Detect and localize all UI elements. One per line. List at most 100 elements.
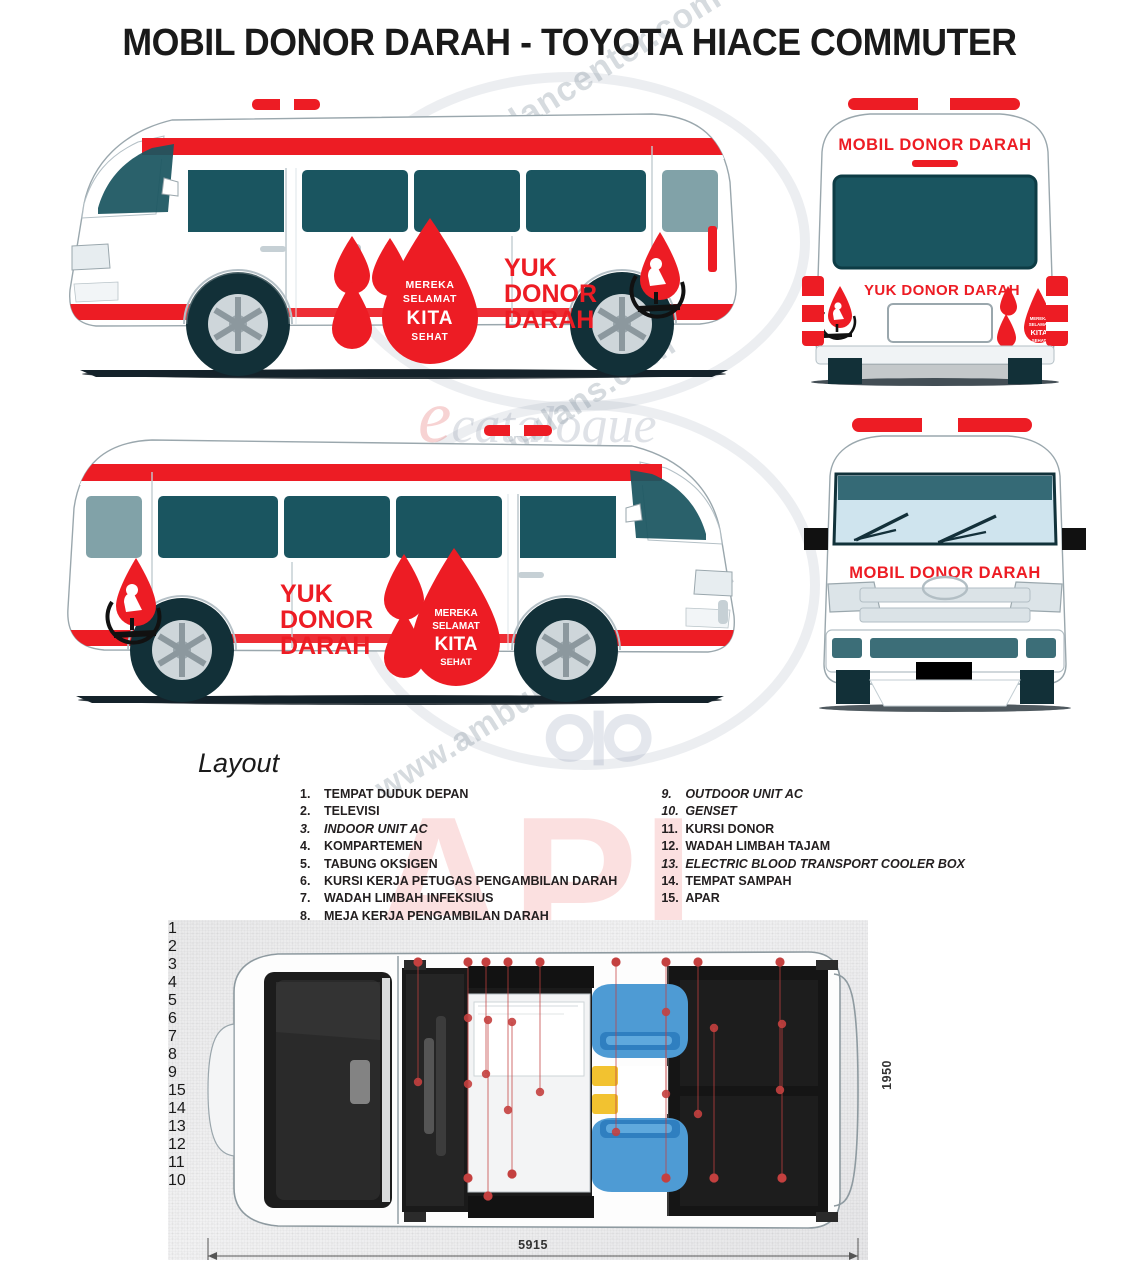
legend-item-label: KURSI DONOR xyxy=(685,821,775,836)
legend-item-number: 9. xyxy=(661,787,672,801)
callout-label: 11 xyxy=(168,1154,185,1171)
callout-anchor-dot xyxy=(693,1109,703,1119)
legend-item-label: TEMPAT DUDUK DEPAN xyxy=(324,787,469,801)
legend-item-number: 10. xyxy=(661,804,679,819)
callout-anchor-dot xyxy=(535,1087,545,1097)
callout-label: 5 xyxy=(168,992,177,1009)
callout-dot xyxy=(413,957,423,967)
legend-item-number: 7. xyxy=(300,891,311,906)
callout-dot xyxy=(611,957,621,967)
callout-anchor-dot xyxy=(503,1105,513,1115)
livery-drop-line1: MEREKA xyxy=(405,279,454,291)
callout-anchor-dot xyxy=(507,1017,517,1027)
donor-chair-lower xyxy=(592,1118,688,1192)
callout-dot xyxy=(693,957,703,967)
livery-donor-emblem xyxy=(629,232,686,319)
legend-item: 9.OUTDOOR UNIT AC xyxy=(661,786,965,803)
callout-dot xyxy=(503,957,513,967)
legend-item-number: 3. xyxy=(300,821,311,836)
legend-item: 10. GENSET xyxy=(661,803,965,820)
livery-blood-drop-cluster-left: MEREKA SELAMAT KITA SEHAT xyxy=(384,548,500,686)
livery-slogan: YUK DONOR DARAH xyxy=(504,254,597,334)
callout-anchor-dot xyxy=(709,1023,719,1033)
legend-item-label: WADAH LIMBAH INFEKSIUS xyxy=(324,891,494,906)
callout-label: 6 xyxy=(168,1010,177,1027)
legend-item: 14. TEMPAT SAMPAH xyxy=(661,873,965,890)
callout-label: 12 xyxy=(168,1136,186,1153)
legend-item-number: 8. xyxy=(300,908,311,923)
callout-dot xyxy=(507,1169,517,1179)
livery-drop-left-line4: SEHAT xyxy=(440,657,472,668)
callout-dot xyxy=(535,957,545,967)
callout-label: 14 xyxy=(168,1100,186,1117)
rear-mid-text: YUK DONOR DARAH xyxy=(864,282,1020,299)
callout-dot xyxy=(463,1173,473,1183)
callout-label: 10 xyxy=(168,1172,186,1189)
callout-dot xyxy=(775,957,785,967)
legend-item-number: 14. xyxy=(661,874,679,889)
legend-item: 15. APAR xyxy=(661,890,965,907)
legend-item-label: GENSET xyxy=(685,804,737,819)
legend-item-label: TABUNG OKSIGEN xyxy=(324,856,438,871)
legend-item-number: 6. xyxy=(300,874,311,889)
callout-label: 9 xyxy=(168,1064,177,1081)
legend-item-label: MEJA KERJA PENGAMBILAN DARAH xyxy=(324,908,549,923)
livery-slogan-left-line3: DARAH xyxy=(280,632,370,660)
callout-dot xyxy=(777,1173,787,1183)
left-side-view: YUK DONOR DARAH MEREKA SELAMAT KITA SEHA… xyxy=(52,412,752,732)
livery-slogan-left-line2: DONOR xyxy=(280,606,373,634)
callout-anchor-dot xyxy=(413,1077,423,1087)
callout-label: 15 xyxy=(168,1082,186,1099)
legend-item: 7. WADAH LIMBAH INFEKSIUS xyxy=(300,890,617,907)
livery-drop-line4: SEHAT xyxy=(411,332,448,343)
callout-dot xyxy=(463,957,473,967)
legend-item: 11.KURSI DONOR xyxy=(661,821,965,838)
legend-item-number: 13. xyxy=(661,856,679,871)
livery-drop-line2: SELAMAT xyxy=(403,293,457,305)
legend-item-label: TEMPAT SAMPAH xyxy=(685,874,792,889)
legend-item-label: KURSI KERJA PETUGAS PENGAMBILAN DARAH xyxy=(324,874,618,889)
livery-drop-line3: KITA xyxy=(407,308,454,329)
livery-drop-left-line3: KITA xyxy=(435,634,478,655)
legend-item-number: 15. xyxy=(661,891,679,906)
callout-label: 8 xyxy=(168,1046,177,1063)
callout-anchor-dot xyxy=(611,1127,621,1137)
front-view: MOBIL DONOR DARAH xyxy=(800,412,1090,722)
livery-slogan-left-line1: YUK xyxy=(280,580,333,608)
layout-section-label: Layout xyxy=(198,748,280,778)
callout-label: 1 xyxy=(168,920,177,937)
callout-anchor-dot xyxy=(661,1007,671,1017)
legend-item: 12. WADAH LIMBAH TAJAM xyxy=(661,838,965,855)
rear-top-text: MOBIL DONOR DARAH xyxy=(838,136,1031,154)
callout-anchor-dot xyxy=(777,1019,787,1029)
legend-item-number: 2. xyxy=(300,804,311,819)
callout-dot xyxy=(661,1173,671,1183)
legend-item: 3. INDOOR UNIT AC xyxy=(300,821,617,838)
legend-item: 6. KURSI KERJA PETUGAS PENGAMBILAN DARAH xyxy=(300,873,617,890)
svg-text:MEREKA: MEREKA xyxy=(1030,316,1049,321)
legend-item-label: ELECTRIC BLOOD TRANSPORT COOLER BOX xyxy=(685,856,965,871)
legend-item-number: 4. xyxy=(300,839,311,854)
livery-drop-left-line2: SELAMAT xyxy=(432,621,480,632)
page-title: MOBIL DONOR DARAH - TOYOTA HIACE COMMUTE… xyxy=(122,22,1017,64)
right-side-view: MEREKA SELAMAT KITA SEHAT YUK DONOR DARA… xyxy=(52,86,752,406)
svg-text:KITA: KITA xyxy=(1031,328,1049,337)
livery-slogan-line3: DARAH xyxy=(504,306,594,334)
legend-item-label: WADAH LIMBAH TAJAM xyxy=(685,839,831,854)
legend-item-label: APAR xyxy=(685,891,720,906)
legend-item: 13. ELECTRIC BLOOD TRANSPORT COOLER BOX xyxy=(661,856,965,873)
livery-slogan-left: YUK DONOR DARAH xyxy=(280,580,373,660)
legend-item: 5.TABUNG OKSIGEN xyxy=(300,856,617,873)
legend-item-number: 12. xyxy=(661,839,679,854)
livery-slogan-line1: YUK xyxy=(504,254,557,282)
livery-blood-drop-cluster: MEREKA SELAMAT KITA SEHAT xyxy=(332,218,478,364)
callout-label: 7 xyxy=(168,1028,177,1045)
rear-view: MOBIL DONOR DARAH YUK DONOR DARAH MEREKA… xyxy=(790,90,1080,400)
callout-anchor-dot xyxy=(463,1013,473,1023)
legend-item-label: INDOOR UNIT AC xyxy=(324,821,428,836)
svg-text:SELAMAT: SELAMAT xyxy=(1029,322,1050,327)
